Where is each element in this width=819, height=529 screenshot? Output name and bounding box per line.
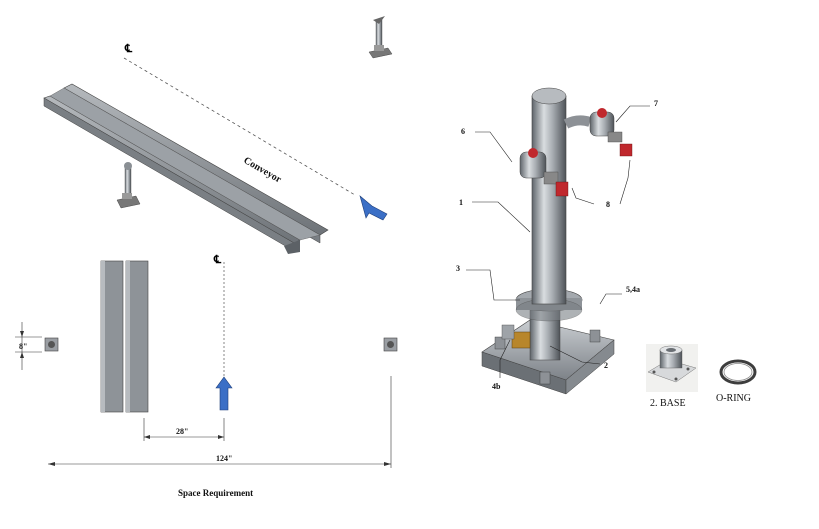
conveyor-rail-2	[63, 83, 329, 236]
dim-side-label: 8"	[19, 342, 27, 351]
main-column	[531, 95, 567, 305]
valve-7	[589, 108, 633, 157]
isometric-conveyor-view	[43, 16, 393, 254]
dim-gap-label: 28"	[176, 427, 188, 436]
centerline-symbol-plan: ℄	[213, 254, 222, 266]
brass-fitting	[511, 331, 531, 349]
centerline-symbol-top: ℄	[124, 43, 133, 55]
oring-part-image	[719, 359, 757, 385]
drawing-title: Space Requirement	[178, 488, 253, 498]
oring-part-label: O-RING	[716, 393, 751, 404]
base-part-label: 2. BASE	[650, 398, 686, 409]
conveyor-web	[49, 87, 321, 241]
hydrant-icon-left	[116, 162, 141, 209]
valve-6	[519, 148, 569, 197]
conveyor-end-cap	[284, 240, 300, 254]
dim-total-label: 124"	[216, 454, 232, 463]
callout-4b: 4b	[492, 382, 501, 391]
hydrant-icon-top	[368, 16, 393, 59]
callout-3: 3	[456, 264, 460, 273]
callout-6: 6	[461, 127, 465, 136]
callout-1: 1	[459, 198, 463, 207]
callout-8: 8	[606, 200, 610, 209]
hydrant-assembly	[466, 87, 650, 395]
flow-arrow-plan	[215, 376, 233, 411]
callout-7: 7	[654, 99, 658, 108]
conveyor-rail-1-lip	[43, 97, 295, 252]
flow-arrow-iso	[359, 195, 388, 221]
callout-2: 2	[604, 361, 608, 370]
conveyor-label: Conveyor	[242, 155, 284, 186]
callout-5-4a: 5,4a	[626, 285, 640, 294]
centerline-iso	[123, 57, 356, 196]
base-part-image	[646, 344, 698, 392]
plan-view	[15, 260, 398, 468]
